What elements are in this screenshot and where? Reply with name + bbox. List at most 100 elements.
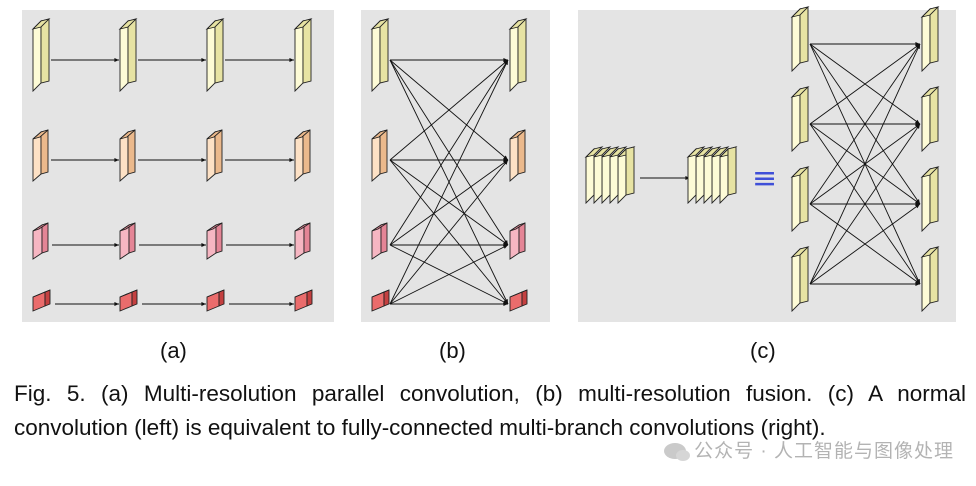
block-top: [790, 246, 810, 258]
block-top: [371, 222, 388, 232]
block-side: [517, 129, 526, 175]
block-side: [521, 289, 528, 307]
panel-a-arrow-r1-c1-head: [114, 58, 119, 62]
panel-c-background: [578, 10, 956, 322]
panel-a-arrow-r3-c1-head: [114, 243, 119, 247]
panel-a-block-r3-c1: [32, 222, 49, 260]
panel-b-link-3-2: [389, 159, 509, 246]
block-top: [205, 18, 225, 30]
panel-a-block-r1-c4: [293, 18, 313, 93]
block-side: [214, 18, 224, 84]
panel-c-link-4-2-head: [915, 124, 920, 129]
block-top: [790, 86, 810, 98]
block-side: [929, 6, 939, 64]
block-top: [206, 289, 225, 298]
connection-lines: [51, 42, 921, 306]
panel-a-block-r4-c2: [119, 289, 138, 312]
panel-b-input-block-r1: [370, 18, 390, 93]
panel-b-output-block-r4: [509, 289, 528, 312]
panel-a-block-r3-c4: [294, 222, 311, 260]
block-top: [294, 289, 313, 298]
panel-c-link-4-1: [809, 43, 921, 285]
block-top: [119, 289, 138, 298]
stack-slice-top: [608, 146, 628, 158]
panel-b-link-4-4-head: [503, 302, 508, 306]
block-top: [370, 18, 390, 30]
block-side: [302, 18, 312, 84]
panel-a-block-r2-c1: [32, 129, 49, 182]
block-top: [294, 129, 311, 140]
block-top: [119, 222, 136, 232]
wechat-icon: [664, 443, 691, 461]
block-top: [920, 246, 940, 258]
panel-c-branch-input-r4: [790, 246, 810, 313]
block-face: [509, 19, 519, 93]
panel-a-block-r3-c3: [206, 222, 223, 260]
block-face: [119, 19, 129, 93]
panel-c-branch-output-r4: [920, 246, 940, 313]
block-top: [206, 222, 223, 232]
block-side: [302, 129, 311, 175]
stack-slice-top: [686, 146, 706, 158]
panel-c-link-4-3: [809, 203, 921, 285]
panel-a-arrow-r4-c2-head: [201, 302, 206, 306]
block-top: [32, 289, 51, 298]
block-face: [119, 131, 129, 182]
stack-slice-top: [702, 146, 722, 158]
stack-slice-top: [584, 146, 604, 158]
panel-c-branch-input-r1: [790, 6, 810, 73]
block-side: [40, 129, 49, 175]
panel-c-link-4-4-head: [915, 282, 920, 286]
block-side: [380, 222, 388, 254]
block-top: [118, 18, 138, 30]
panel-a-block-r4-c1: [32, 289, 51, 312]
panel-a-block-r1-c2: [118, 18, 138, 93]
block-top: [920, 6, 940, 18]
block-top: [371, 289, 390, 298]
block-top: [509, 289, 528, 298]
panel-c-link-4-3-head: [915, 204, 920, 209]
panel-a-block-r1-c1: [31, 18, 51, 93]
stack-slice-top: [592, 146, 612, 158]
panel-c-branch-output-r2: [920, 86, 940, 153]
block-top: [294, 222, 311, 232]
block-side: [379, 129, 388, 175]
block-face: [371, 131, 381, 182]
block-face: [32, 19, 42, 93]
watermark: 公众号 · 人工智能与图像处理: [664, 436, 954, 463]
panel-a-label: (a): [160, 338, 187, 363]
block-side: [799, 246, 809, 304]
panel-a-block-r2-c2: [119, 129, 136, 182]
block-top: [509, 222, 526, 232]
block-side: [518, 222, 526, 254]
panel-a-block-r2-c3: [206, 129, 223, 182]
equivalence-symbol: ≡: [752, 161, 777, 196]
panel-a-arrow-r4-c3-head: [289, 302, 294, 306]
block-top: [790, 6, 810, 18]
stack-slice-top: [710, 146, 730, 158]
panel-c-branch-output-r1: [920, 6, 940, 73]
block-side: [799, 86, 809, 144]
panel-b-output-block-r1: [508, 18, 528, 93]
block-side: [799, 166, 809, 224]
panel-b-link-3-1: [389, 59, 509, 246]
block-side: [218, 289, 225, 307]
panel-b-input-block-r2: [371, 129, 388, 182]
panel-b-link-1-2-head: [503, 155, 508, 160]
block-top: [509, 129, 526, 140]
block-side: [127, 129, 136, 175]
block-face: [791, 7, 801, 73]
block-top: [119, 129, 136, 140]
panel-a-arrow-r1-c2-head: [201, 58, 206, 62]
block-top: [32, 222, 49, 232]
block-top: [293, 18, 313, 30]
panel-a-arrow-r4-c1-head: [114, 302, 119, 306]
panel-a-block-r4-c3: [206, 289, 225, 312]
block-face: [921, 87, 931, 153]
panel-b-link-4-1: [389, 59, 509, 305]
block-side: [379, 18, 389, 84]
panel-a-arrow-r2-c1-head: [114, 158, 119, 162]
block-side: [383, 289, 390, 307]
block-top: [508, 18, 528, 30]
block-top: [920, 166, 940, 178]
